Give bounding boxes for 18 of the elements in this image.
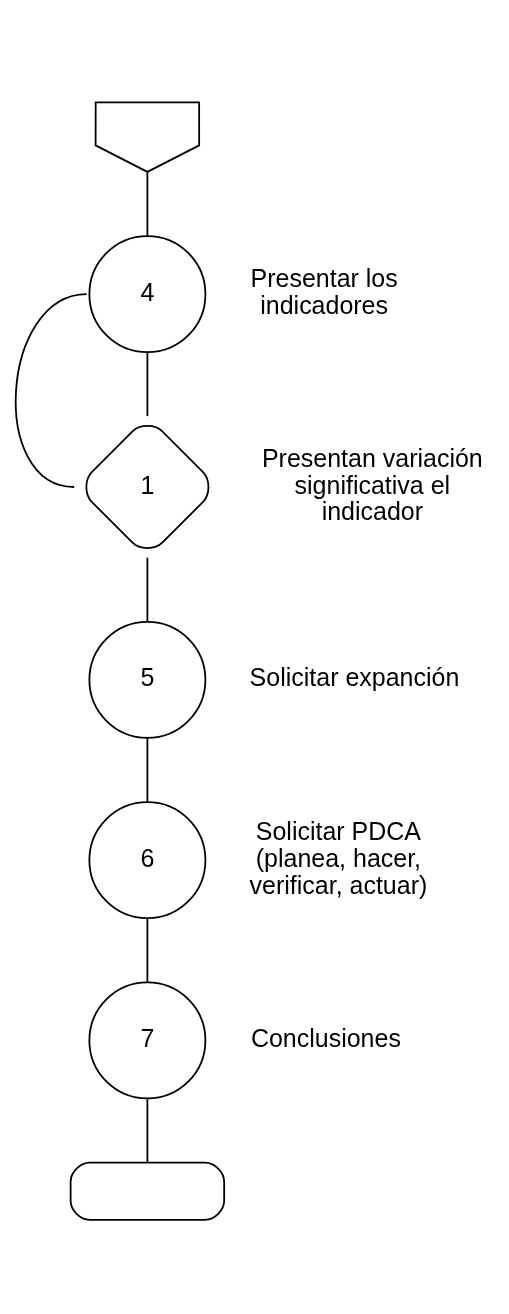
node-label: Solicitar PDCA (planea, hacer, verificar, actuar) xyxy=(249,816,428,899)
node-label: Presentan variación significativa el indicador xyxy=(261,443,483,525)
node-pentagon xyxy=(94,101,201,173)
node-box xyxy=(69,1161,226,1221)
connector xyxy=(146,350,149,417)
connector xyxy=(15,292,88,488)
connector xyxy=(146,1097,149,1163)
node-label: Conclusiones xyxy=(250,1023,401,1052)
connector xyxy=(146,171,149,237)
node-label: Presentar los indicadores xyxy=(250,263,398,319)
node-circle: 4 xyxy=(88,234,207,353)
connector xyxy=(146,916,149,983)
connector xyxy=(146,736,149,803)
node-label: Solicitar expanción xyxy=(249,662,460,691)
node-circle: 6 xyxy=(88,800,207,919)
node-circle: 7 xyxy=(88,981,207,1099)
connector xyxy=(146,556,149,622)
node-circle: 5 xyxy=(88,620,207,739)
